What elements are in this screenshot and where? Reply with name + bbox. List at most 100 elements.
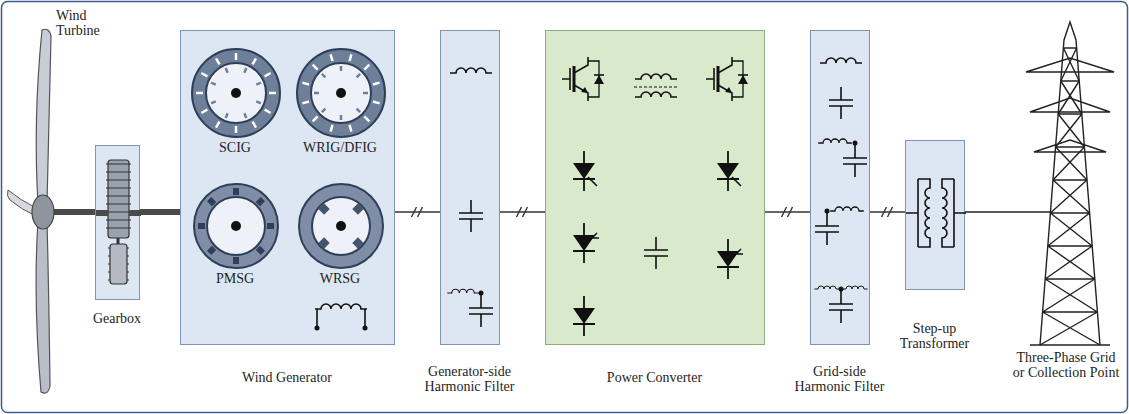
- gearbox-art: [96, 146, 141, 301]
- grid-filter-art: [811, 31, 871, 346]
- three-phase-mark: [517, 207, 528, 217]
- filter-box: Grid-side Harmonic Filter: [810, 30, 870, 345]
- transformer-art: [906, 141, 966, 291]
- wrsg-symbol: [299, 184, 383, 268]
- grid-filter-art: [814, 286, 839, 289]
- pmsg-symbol: [194, 184, 278, 268]
- generator-art: [181, 31, 396, 346]
- generator-filter-art: [479, 291, 484, 296]
- generator-type: SCIG: [200, 140, 270, 155]
- converter-art: [546, 31, 766, 346]
- three-phase-mark: [412, 207, 423, 217]
- wrig-symbol: [311, 63, 371, 123]
- gearbox-art: [96, 210, 141, 216]
- pmsg-symbol: [194, 184, 278, 268]
- connector-line: [870, 211, 905, 213]
- grid-filter-art: [815, 213, 839, 245]
- wind-turbine: [36, 220, 50, 393]
- grid-tower: [1040, 22, 1100, 345]
- converter-art: [635, 74, 677, 79]
- connector: [500, 207, 545, 217]
- block-caption: Grid-side Harmonic Filter: [788, 364, 892, 394]
- grid-tower: [1040, 48, 1100, 345]
- pmsg-symbol: [207, 197, 265, 255]
- gearbox-art: [110, 244, 127, 284]
- scig-symbol: [192, 49, 280, 137]
- grid-tower: [1026, 58, 1114, 152]
- generator-type: WRIG/DFIG: [295, 140, 385, 155]
- turbine-label: Wind Turbine: [56, 8, 120, 38]
- grid-filter-art: [820, 58, 862, 63]
- three-phase-mark: [882, 207, 893, 217]
- wrig-symbol: [336, 88, 346, 98]
- converter-art: [644, 237, 668, 269]
- wrig-symbol: [314, 66, 368, 120]
- wind-turbine: [50, 209, 96, 215]
- wrsg-symbol: [315, 326, 320, 331]
- converter-art: [562, 57, 604, 101]
- scig-symbol: [192, 49, 280, 137]
- wrsg-symbol: [336, 221, 346, 231]
- block-caption: Gearbox: [77, 311, 157, 326]
- scig-symbol: [196, 53, 276, 133]
- pmsg-symbol: [198, 188, 274, 264]
- converter-panel: Power Converter: [545, 30, 765, 345]
- generator-filter-art: [450, 68, 492, 73]
- connector-line: [140, 209, 180, 215]
- gearbox-art: [117, 238, 120, 244]
- grid-label: Three-Phase Grid or Collection Point: [1012, 350, 1120, 380]
- grid-filter-art: [853, 141, 858, 146]
- connector-line: [395, 211, 440, 213]
- generator-type: PMSG: [200, 271, 270, 286]
- connector: [870, 207, 905, 217]
- scig-symbol: [231, 88, 241, 98]
- converter-art: [573, 151, 597, 191]
- connector: [765, 207, 810, 217]
- scig-symbol: [211, 68, 261, 118]
- connector-line: [765, 211, 810, 213]
- pmsg-symbol: [231, 221, 241, 231]
- converter-art: [717, 239, 743, 279]
- transformer-art: [942, 179, 966, 247]
- grid-filter-art: [839, 287, 844, 292]
- grid-filter-art: [842, 286, 867, 289]
- connector: [395, 207, 440, 217]
- gearbox-box: Gearbox: [95, 145, 140, 300]
- grid-tower: [965, 22, 1114, 345]
- block-caption: Step-up Transformer: [892, 321, 978, 351]
- generator-filter-art: [441, 31, 501, 346]
- wrsg-symbol: [363, 326, 368, 331]
- grid-tower: [965, 211, 1050, 213]
- wrig-symbol: [297, 49, 385, 137]
- grid-filter-art: [843, 145, 867, 177]
- wrig-symbol: [302, 54, 379, 131]
- wrsg-symbol: [315, 304, 367, 327]
- generator-type: WRSG: [305, 271, 375, 286]
- wrsg-symbol: [299, 184, 383, 331]
- block-caption: Wind Generator: [207, 370, 367, 385]
- converter-art: [706, 57, 748, 101]
- wind-turbine: [32, 195, 54, 229]
- converter-art: [635, 92, 677, 97]
- filter-box: Generator-side Harmonic Filter: [440, 30, 500, 345]
- wrsg-symbol: [321, 206, 361, 246]
- transformer-art: [906, 179, 930, 247]
- generator-filter-art: [459, 200, 483, 232]
- scig-symbol: [206, 63, 266, 123]
- connector-line: [500, 211, 545, 213]
- block-caption: Power Converter: [575, 370, 735, 385]
- wrsg-symbol: [312, 197, 370, 255]
- block-caption: Generator-side Harmonic Filter: [414, 364, 526, 394]
- wind-turbine: [7, 29, 96, 393]
- generator-filter-art: [447, 289, 479, 293]
- connector: [140, 212, 180, 213]
- grid-filter-art: [829, 291, 853, 323]
- three-phase-mark: [782, 207, 793, 217]
- generator-panel: Wind Generator: [180, 30, 395, 345]
- converter-art: [573, 296, 595, 336]
- converter-art: [573, 223, 599, 263]
- grid-filter-art: [818, 139, 852, 143]
- generator-filter-art: [469, 295, 493, 327]
